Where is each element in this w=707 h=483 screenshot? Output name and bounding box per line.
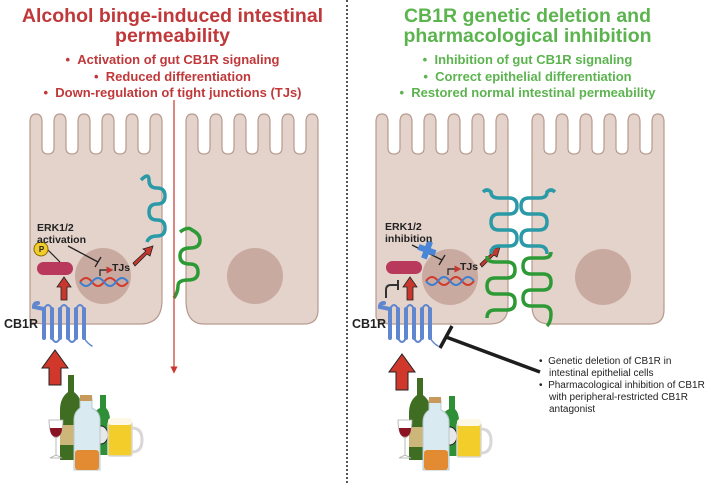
right-erk-label: ERK1/2 inhibition: [385, 221, 432, 245]
left-bullet: Reduced differentiation: [0, 69, 345, 86]
alcohol-up-arrow-icon: [388, 353, 416, 391]
left-epithelial-cell-2: [185, 113, 319, 325]
phospho-group-icon: [33, 241, 49, 257]
right-erk-label-line2: inhibition: [385, 233, 433, 245]
inhibitor-cross-icon: [417, 240, 437, 260]
tight-junction-claudins: [481, 188, 557, 328]
erk-protein-icon: [386, 261, 422, 274]
left-nucleus-2: [227, 248, 283, 304]
antagonist-inhibition-line: [438, 325, 541, 374]
left-title-line1: Alcohol binge-induced intestinal: [21, 5, 324, 27]
claudin-green-icon: [172, 226, 202, 299]
right-tj-label: TJs: [460, 261, 479, 273]
intervention-note: Genetic deletion of CB1R in intestinal e…: [537, 356, 707, 380]
claudin-green-left-icon: [485, 255, 517, 319]
left-panel-title: Alcohol binge-induced intestinal permeab…: [0, 6, 345, 47]
dna-helix-icon: [425, 276, 475, 286]
right-epithelial-cell-2: [531, 113, 665, 325]
left-tj-label: TJs: [112, 262, 131, 274]
left-nucleus-1: [75, 248, 131, 304]
dna-helix-icon: [79, 277, 129, 287]
alcohol-bottles-icon: [48, 375, 144, 471]
intervention-notes: Genetic deletion of CB1R in intestinal e…: [537, 356, 707, 416]
erk-inhibition-line: [67, 245, 102, 268]
right-bullet-list: Inhibition of gut CB1R signaling Correct…: [355, 52, 700, 102]
claudin-teal-icon: [139, 174, 167, 243]
inhibit-bracket-icon: [385, 280, 399, 298]
transcription-arrow-icon: [99, 266, 114, 276]
claudin-teal-right-icon: [519, 188, 557, 255]
tj-export-arrow-icon: [132, 245, 154, 267]
right-panel-title: CB1R genetic deletion and pharmacologica…: [355, 6, 700, 47]
right-nucleus-1: [422, 249, 478, 305]
right-bullet: Correct epithelial differentiation: [355, 69, 700, 86]
right-bullet: Inhibition of gut CB1R signaling: [355, 52, 700, 69]
panel-divider: [346, 0, 348, 483]
intervention-note: Pharmacological inhibition of CB1R with …: [537, 380, 707, 416]
claudin-teal-left-icon: [481, 188, 519, 255]
left-bullet-list: Activation of gut CB1R signaling Reduced…: [0, 52, 345, 102]
left-erk-label-line1: ERK1/2: [37, 222, 74, 234]
alcohol-up-arrow-icon: [41, 349, 69, 386]
phospho-label: P: [38, 245, 45, 254]
right-title-line1: CB1R genetic deletion and: [403, 5, 652, 27]
left-bullet: Down-regulation of tight junctions (TJs): [0, 85, 345, 102]
erk-protein-icon: [37, 262, 73, 275]
cb1r-receptor-icon: [31, 301, 93, 347]
right-erk-label-line1: ERK1/2: [385, 221, 422, 233]
up-arrow-icon: [402, 276, 418, 301]
claudin-green-right-icon: [521, 251, 553, 328]
left-bullet: Activation of gut CB1R signaling: [0, 52, 345, 69]
right-nucleus-2: [575, 249, 631, 305]
left-title-line2: permeability: [115, 25, 230, 48]
cb1r-receptor-icon: [377, 301, 439, 347]
alcohol-bottles-icon: [397, 378, 493, 471]
right-bullet: Restored normal intestinal permeability: [355, 85, 700, 102]
up-arrow-icon: [56, 276, 72, 301]
left-erk-label: ERK1/2 activation: [37, 222, 86, 246]
right-title-line2: pharmacological inhibition: [403, 25, 652, 48]
left-erk-label-line2: activation: [37, 234, 87, 246]
right-cb1r-label: CB1R: [352, 317, 387, 331]
left-cb1r-label: CB1R: [4, 317, 39, 331]
transcription-arrow-icon: [447, 265, 462, 275]
